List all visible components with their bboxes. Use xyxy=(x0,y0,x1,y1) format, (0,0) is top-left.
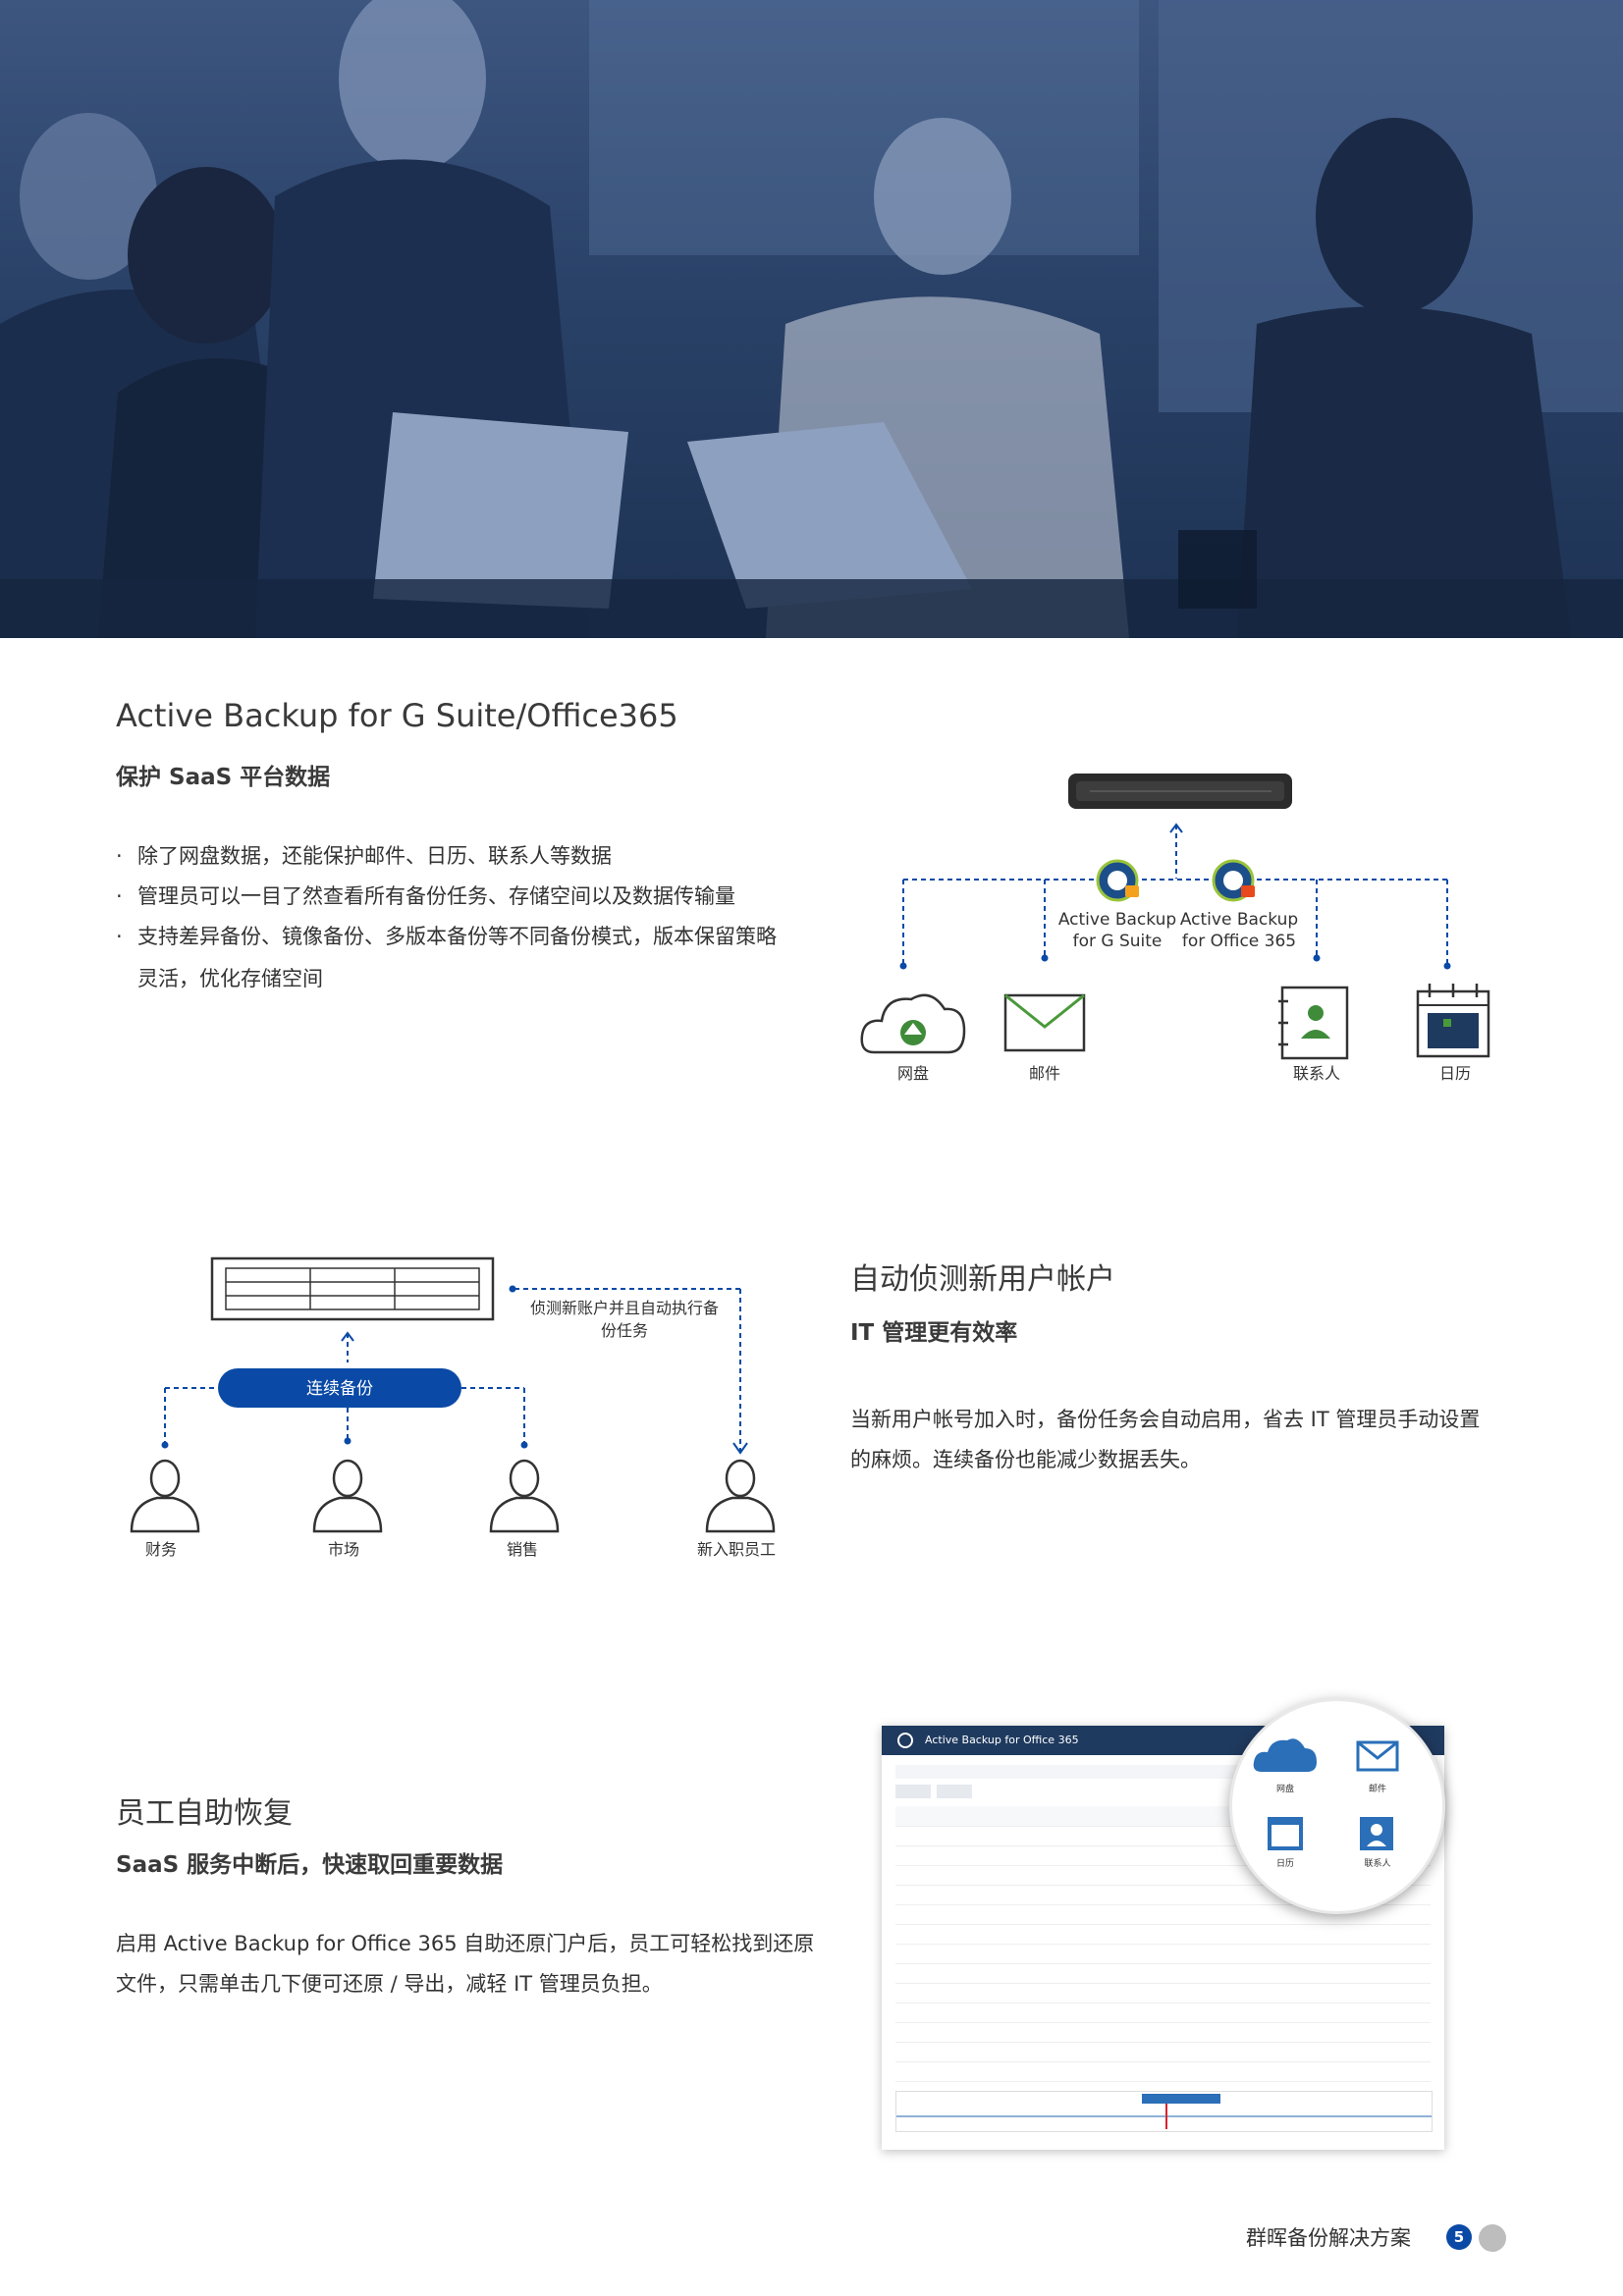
table-row[interactable] xyxy=(895,1963,1431,1984)
table-row[interactable] xyxy=(895,2002,1431,2023)
diagram-item-label: 联系人 xyxy=(1293,1064,1340,1083)
zoom-item-label: 邮件 xyxy=(1369,1783,1386,1794)
list-item: 管理员可以一目了然查看所有备份任务、存储空间以及数据传输量 xyxy=(116,877,784,917)
page-dot-icon xyxy=(1479,2224,1506,2252)
table-row[interactable] xyxy=(895,1885,1431,1905)
section2-body-line2: 的麻烦。连续备份也能减少数据丢失。 xyxy=(850,1448,1201,1471)
zoom-callout: 网盘 邮件 日历 联系人 xyxy=(1229,1698,1445,1914)
list-item-continuation: 灵活，优化存储空间 xyxy=(137,967,323,990)
section2-title: 自动侦测新用户帐户 xyxy=(850,1262,1115,1297)
section3-body-line1: 启用 Active Backup for Office 365 自助还原门户后，… xyxy=(116,1932,815,1955)
calendar-icon xyxy=(1416,984,1490,1058)
contacts-icon[interactable] xyxy=(1360,1817,1393,1850)
table-row[interactable] xyxy=(895,1865,1431,1886)
section2-body-line1: 当新用户帐号加入时，备份任务会自动启用，省去 IT 管理员手动设置 xyxy=(850,1408,1481,1431)
table-row[interactable] xyxy=(895,2061,1431,2082)
section3-subtitle: SaaS 服务中断后，快速取回重要数据 xyxy=(116,1852,504,1878)
calendar-icon[interactable] xyxy=(1268,1817,1303,1850)
app-title: Active Backup for Office 365 xyxy=(925,1734,1079,1746)
person-label: 新入职员工 xyxy=(697,1540,776,1559)
diagram-item-label: 邮件 xyxy=(1029,1064,1060,1083)
detect-note-line2: 份任务 xyxy=(601,1321,648,1340)
zoom-item-label: 日历 xyxy=(1276,1858,1294,1869)
table-row[interactable] xyxy=(895,2042,1431,2062)
diagram-item-label: 网盘 xyxy=(897,1064,929,1083)
section1-title: Active Backup for G Suite/Office365 xyxy=(116,697,678,734)
section2-subtitle: IT 管理更有效率 xyxy=(850,1320,1018,1346)
user-icon xyxy=(312,1459,383,1533)
app-logo-icon xyxy=(897,1733,913,1748)
table-row[interactable] xyxy=(895,1904,1431,1925)
saas-backup-diagram: Active Backup for G Suite Active Backup … xyxy=(860,774,1490,1083)
cloud-drive-icon[interactable] xyxy=(1253,1738,1317,1772)
person-label: 销售 xyxy=(507,1540,538,1559)
hero-photo xyxy=(0,0,1623,638)
active-backup-gsuite-icon xyxy=(1096,859,1139,902)
contacts-icon xyxy=(1278,986,1349,1060)
table-row[interactable] xyxy=(895,2022,1431,2043)
list-item: 支持差异备份、镜像备份、多版本备份等不同备份模式，版本保留策略 xyxy=(116,917,784,957)
cloud-drive-icon xyxy=(860,993,966,1054)
app1-label-line2: for G Suite xyxy=(1073,932,1163,951)
footer-title: 群晖备份解决方案 xyxy=(1246,2226,1411,2250)
toolbar-button[interactable] xyxy=(895,1785,931,1798)
list-item: 除了网盘数据，还能保护邮件、日历、联系人等数据 xyxy=(116,836,784,877)
table-row[interactable] xyxy=(895,1845,1431,1866)
mail-icon xyxy=(1003,993,1086,1052)
zoom-item-label: 联系人 xyxy=(1364,1858,1390,1869)
app1-label-line1: Active Backup xyxy=(1058,910,1176,930)
diagram-item-label: 日历 xyxy=(1439,1064,1471,1083)
table-row[interactable] xyxy=(895,1983,1431,2003)
table-row[interactable] xyxy=(895,1944,1431,1964)
user-icon xyxy=(489,1459,560,1533)
app2-label-line1: Active Backup xyxy=(1180,910,1298,930)
timeline-bar[interactable] xyxy=(895,2091,1433,2132)
table-row[interactable] xyxy=(895,1826,1431,1846)
table-row[interactable] xyxy=(895,1924,1431,1945)
app2-label-line2: for Office 365 xyxy=(1182,932,1296,951)
page-number: 5 xyxy=(1446,2224,1472,2250)
feature-list: 除了网盘数据，还能保护邮件、日历、联系人等数据 管理员可以一目了然查看所有备份任… xyxy=(116,836,784,957)
mail-icon[interactable] xyxy=(1356,1740,1399,1772)
zoom-item-label: 网盘 xyxy=(1276,1783,1294,1794)
continuous-backup-pill xyxy=(218,1368,461,1408)
server-rack-icon xyxy=(210,1256,495,1321)
section1-subtitle: 保护 SaaS 平台数据 xyxy=(116,765,331,790)
new-user-icon xyxy=(705,1459,776,1533)
timeline-label xyxy=(1142,2094,1220,2104)
person-label: 财务 xyxy=(145,1540,177,1559)
toolbar-button[interactable] xyxy=(937,1785,972,1798)
user-icon xyxy=(130,1459,200,1533)
detect-note-line1: 侦测新账户并且自动执行备 xyxy=(530,1299,719,1317)
section3-body-line2: 文件，只需单击几下便可还原 / 导出，减轻 IT 管理员负担。 xyxy=(116,1972,663,1996)
person-label: 市场 xyxy=(328,1540,359,1559)
section3-title: 员工自助恢复 xyxy=(116,1796,293,1831)
nas-device-icon xyxy=(1068,774,1292,809)
timeline-marker[interactable] xyxy=(1165,2102,1167,2129)
continuous-backup-label: 连续备份 xyxy=(306,1379,373,1399)
active-backup-office365-icon xyxy=(1212,859,1255,902)
auto-detect-diagram: 侦测新账户并且自动执行备 份任务 连续备份 财务 市场 销售 新入职员工 xyxy=(130,1256,776,1559)
